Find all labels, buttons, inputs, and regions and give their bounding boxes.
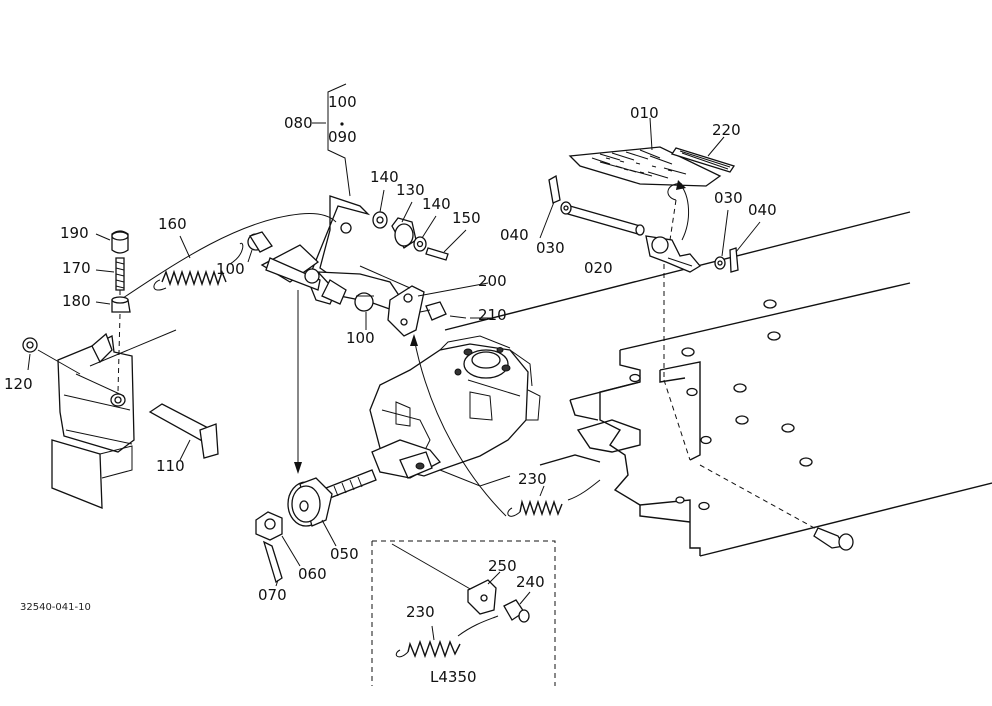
pin-150 xyxy=(425,229,467,261)
washer-120 xyxy=(22,337,81,375)
pin-040-right xyxy=(729,221,761,273)
leader-100b xyxy=(247,249,253,263)
washer-140-b xyxy=(413,215,437,252)
spring-160 xyxy=(119,213,337,301)
washer-030-left xyxy=(560,201,572,215)
linkage-upper xyxy=(247,83,403,313)
callout-140-a: 140 xyxy=(370,168,399,186)
callout-210: 210 xyxy=(478,306,507,324)
callout-230-upper: 230 xyxy=(518,470,547,488)
callout-100-mid: 100 xyxy=(216,260,245,278)
cap-190 xyxy=(95,230,129,254)
callout-100-low: 100 xyxy=(346,329,375,347)
callout-240: 240 xyxy=(516,573,545,591)
bracket-200 xyxy=(387,282,489,337)
arrow-pedal xyxy=(676,180,689,241)
callout-030-right: 030 xyxy=(714,189,743,207)
callout-170: 170 xyxy=(62,259,91,277)
callout-030-left: 030 xyxy=(536,239,565,257)
pin-070 xyxy=(262,540,283,587)
spring-230 xyxy=(507,479,601,517)
callout-250: 250 xyxy=(488,557,517,575)
callout-050: 050 xyxy=(330,545,359,563)
washer-140-a xyxy=(372,189,388,229)
callout-140-b: 140 xyxy=(422,195,451,213)
callout-070: 070 xyxy=(258,586,287,604)
callout-120: 120 xyxy=(4,375,33,393)
nut-180 xyxy=(95,296,131,393)
callout-110: 110 xyxy=(156,457,185,475)
frame-plate xyxy=(444,211,992,557)
variant-label: L4350 xyxy=(430,668,477,686)
link-rod xyxy=(359,265,411,289)
callout-130: 130 xyxy=(396,181,425,199)
callout-090: 090 xyxy=(328,128,357,146)
callout-040-right: 040 xyxy=(748,201,777,219)
arrow-cable xyxy=(410,334,507,517)
callout-010: 010 xyxy=(630,104,659,122)
callout-230-detail: 230 xyxy=(406,603,435,621)
callout-180: 180 xyxy=(62,292,91,310)
callout-040-left: 040 xyxy=(500,226,529,244)
callout-200: 200 xyxy=(478,272,507,290)
pedal-010 xyxy=(568,117,736,187)
detail-box-l4350 xyxy=(371,540,556,686)
figure-code: 32540-041-10 xyxy=(20,602,91,613)
callout-150: 150 xyxy=(452,209,481,227)
callout-100-top: 100 xyxy=(328,93,357,111)
nut-060 xyxy=(255,511,301,567)
callout-160: 160 xyxy=(158,215,187,233)
pulley-050 xyxy=(287,477,337,547)
callout-220: 220 xyxy=(712,121,741,139)
pin-040-left xyxy=(539,174,561,239)
bolt-170 xyxy=(95,257,125,300)
callout-060: 060 xyxy=(298,565,327,583)
pin-110 xyxy=(148,403,219,461)
callout-020: 020 xyxy=(584,259,613,277)
callout-080: 080 xyxy=(284,114,313,132)
washer-030-right xyxy=(714,209,729,270)
shaft-to-pulley xyxy=(325,469,377,499)
arrow-down xyxy=(294,290,302,474)
bushing-130 xyxy=(391,201,417,249)
pedal-shaft-020 xyxy=(567,183,701,461)
callout-190: 190 xyxy=(60,224,89,242)
bolt-210 xyxy=(419,301,492,321)
pump-assembly xyxy=(369,335,541,487)
bracket-left xyxy=(51,329,177,509)
